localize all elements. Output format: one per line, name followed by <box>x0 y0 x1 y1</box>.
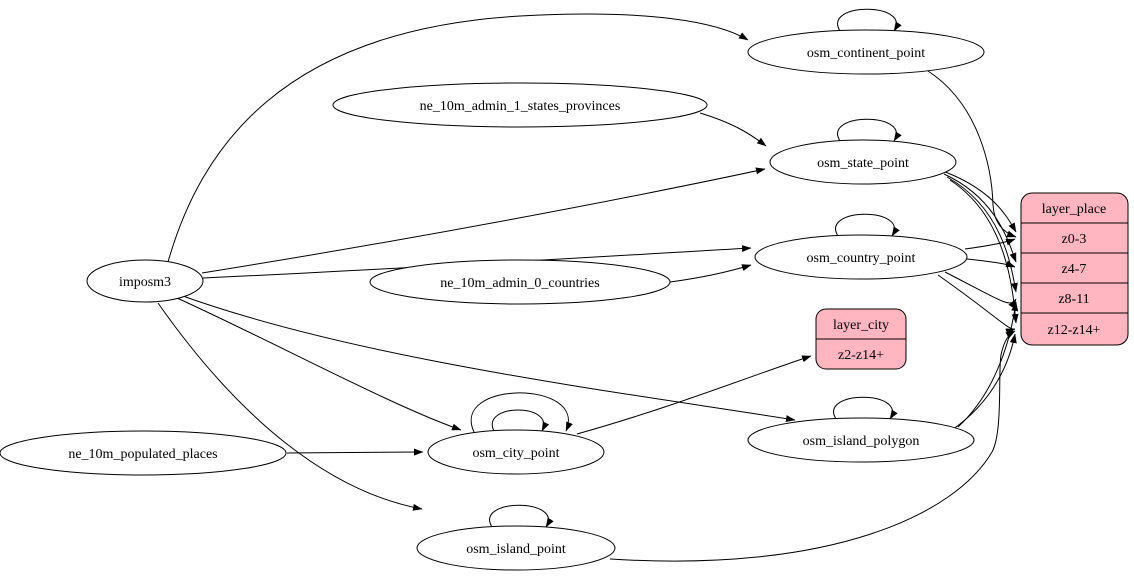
self-loop-osm_country_point <box>835 213 900 237</box>
node-osm_state_point: osm_state_point <box>769 139 957 185</box>
ne_10m_populated_places-label: ne_10m_populated_places <box>68 447 217 462</box>
edge-ne_10m_populated_places-to-osm_city_point <box>286 448 424 456</box>
node-osm_continent_point: osm_continent_point <box>747 29 985 75</box>
self-loop-osm_island_polygon <box>833 396 898 420</box>
imposm3-shape <box>86 259 204 303</box>
edge-osm_state_point-to-layer_place-z0-3 <box>939 169 1017 233</box>
osm_city_point-label: osm_city_point <box>472 446 559 461</box>
node-imposm3: imposm3 <box>86 259 204 303</box>
node-osm_island_polygon: osm_island_polygon <box>747 417 975 463</box>
osm_island_polygon-shape <box>747 417 975 463</box>
edge-ne_10m_admin_0_countries-to-osm_country_point <box>669 264 752 283</box>
osm_continent_point-shape <box>747 29 985 75</box>
layer_city-row-z2-z14: z2-z14+ <box>838 348 884 363</box>
osm_island_polygon-label: osm_island_polygon <box>803 434 920 449</box>
osm_country_point-label: osm_country_point <box>807 251 916 266</box>
ne_10m_admin_1_states_provinces-shape <box>332 82 708 128</box>
node-osm_city_point: osm_city_point <box>427 429 605 475</box>
ne_10m_admin_0_countries-label: ne_10m_admin_0_countries <box>440 276 599 291</box>
layer_city-title: layer_city <box>833 318 889 333</box>
record-layer_place: layer_place z0-3 z4-7 z8-11 z12-z14+ <box>1020 192 1129 346</box>
record-layer_city: layer_city z2-z14+ <box>815 308 907 370</box>
edge-osm_country_point-to-layer_place-z4-7 <box>966 258 1016 268</box>
layer_place-shape <box>1020 192 1129 346</box>
ne_10m_admin_0_countries-shape <box>369 259 671 305</box>
osm_island_point-shape <box>416 525 616 571</box>
ne_10m_populated_places-shape <box>0 430 287 476</box>
edge-osm_island_polygon-to-layer_place-z8-11 <box>957 301 1019 428</box>
node-ne_10m_populated_places: ne_10m_populated_places <box>0 430 287 476</box>
edge-imposm3-to-osm_island_point <box>157 302 423 511</box>
edge-osm_country_point-to-layer_place-z12-z14 <box>937 274 1016 336</box>
osm_state_point-shape <box>769 139 957 185</box>
edge-imposm3-to-osm_continent_point <box>167 13 749 263</box>
edge-osm_state_point-to-layer_place-z4-7 <box>943 173 1017 263</box>
edge-osm_country_point-to-layer_place-z0-3 <box>964 238 1016 250</box>
ne_10m_admin_1_states_provinces-label: ne_10m_admin_1_states_provinces <box>420 99 621 114</box>
edge-osm_city_point-to-layer_city-z2 <box>576 355 812 435</box>
osm_state_point-label: osm_state_point <box>817 156 909 171</box>
osm_city_point-shape <box>427 429 605 475</box>
node-osm_island_point: osm_island_point <box>416 525 616 571</box>
osm_country_point-shape <box>754 234 968 280</box>
edge-osm_island_point-to-layer_place-z12-z14 <box>609 330 1016 562</box>
layer_place-row-z12-z14: z12-z14+ <box>1048 323 1101 338</box>
self-loop-osm_state_point <box>837 118 902 142</box>
edge-group <box>157 8 1019 562</box>
node-ne_10m_admin_1_states_provinces: ne_10m_admin_1_states_provinces <box>332 82 708 128</box>
layer_place-row-z8-11: z8-11 <box>1058 292 1089 307</box>
layer_place-row-z4-7: z4-7 <box>1062 262 1087 277</box>
imposm3-label: imposm3 <box>119 275 171 290</box>
self-loop-osm_island_point <box>489 504 554 528</box>
self-loop-osm_continent_point <box>837 8 902 32</box>
edge-osm_island_polygon-to-layer_place-z12-z14 <box>951 333 1017 431</box>
self-loop-osm_city_point-outer <box>470 392 573 433</box>
osm_island_point-label: osm_island_point <box>466 542 566 557</box>
edge-imposm3-to-osm_state_point <box>201 167 766 274</box>
edge-ne_10m_admin_1_states_provinces-to-osm_state_point <box>699 112 767 147</box>
osm_continent_point-label: osm_continent_point <box>807 46 925 61</box>
node-ne_10m_admin_0_countries: ne_10m_admin_0_countries <box>369 259 671 305</box>
layer_place-row-z0-3: z0-3 <box>1062 232 1087 247</box>
self-loop-osm_city_point-inner <box>491 409 550 432</box>
edge-imposm3-to-osm_island_polygon <box>179 294 796 423</box>
edge-osm_state_point-to-layer_place-z8-11 <box>946 176 1018 293</box>
edge-imposm3-to-osm_city_point <box>176 297 462 431</box>
layer_place-title: layer_place <box>1042 202 1107 217</box>
edge-osm_country_point-to-layer_place-z8-11 <box>944 271 1017 309</box>
node-osm_country_point: osm_country_point <box>754 234 968 280</box>
